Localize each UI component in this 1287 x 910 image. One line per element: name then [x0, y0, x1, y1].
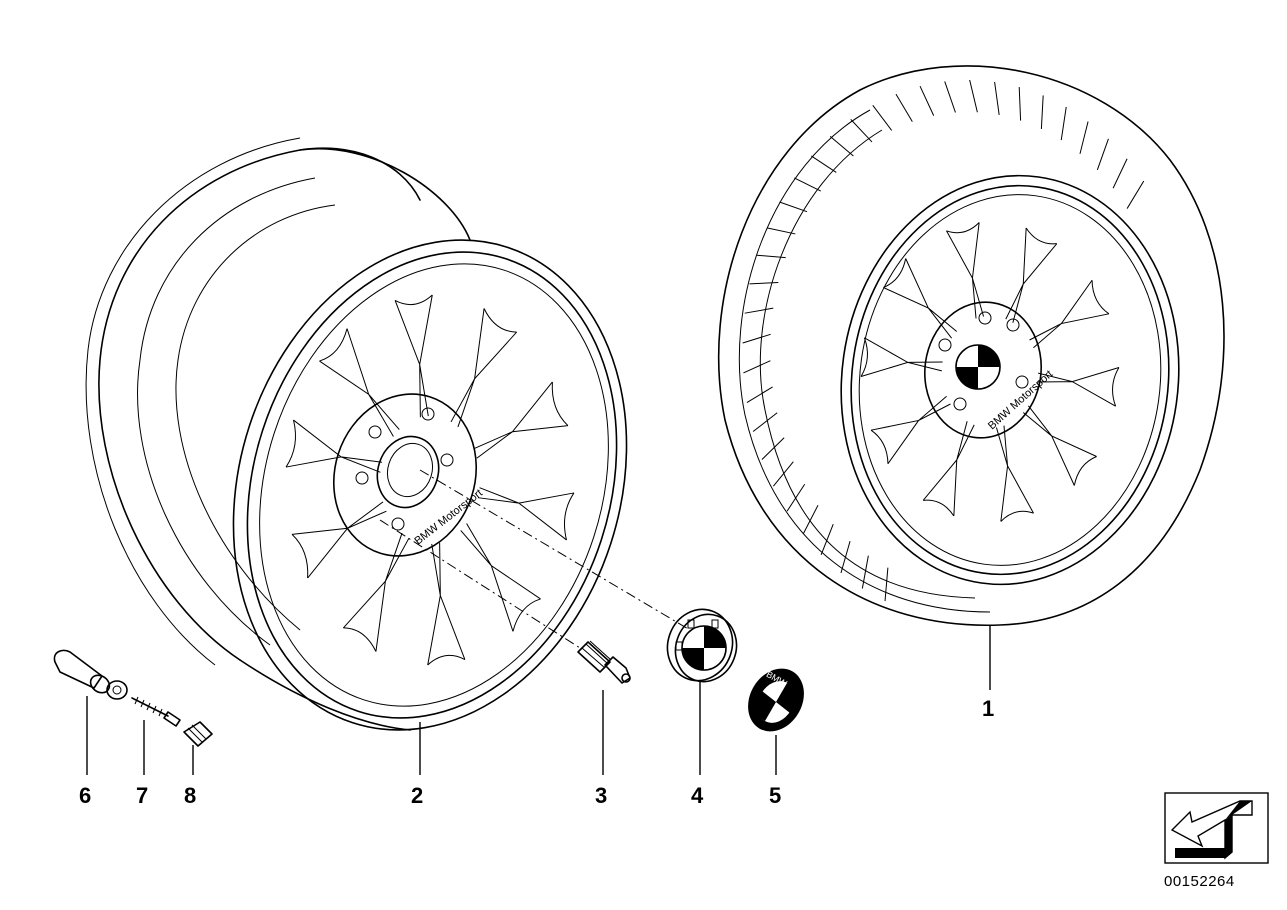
- tyre-valve[interactable]: [53, 649, 128, 700]
- callout-6: 6: [79, 783, 91, 808]
- callout-5: 5: [769, 783, 781, 808]
- valve-core[interactable]: [131, 696, 181, 727]
- callout-7: 7: [136, 783, 148, 808]
- callout-4: 4: [691, 783, 704, 808]
- diagram-id: 00152264: [1164, 873, 1235, 890]
- wheel-bolt[interactable]: [577, 640, 631, 684]
- complete-wheel-with-tyre[interactable]: BMW Motorsport: [717, 65, 1225, 627]
- valve-cap[interactable]: [183, 721, 213, 747]
- bolt-assembly-line: [379, 519, 581, 649]
- cap-assembly-line: [419, 469, 691, 631]
- rim-brand-text: BMW Motorsport: [412, 487, 484, 547]
- callout-1: 1: [982, 696, 994, 721]
- alloy-rim[interactable]: BMW Motorsport: [85, 137, 688, 781]
- callout-2: 2: [411, 783, 423, 808]
- bmw-emblem[interactable]: BMW: [737, 658, 815, 741]
- callout-8: 8: [184, 783, 196, 808]
- hub-cap[interactable]: [658, 600, 746, 690]
- callout-3: 3: [595, 783, 607, 808]
- back-arrow-icon[interactable]: [1164, 792, 1269, 864]
